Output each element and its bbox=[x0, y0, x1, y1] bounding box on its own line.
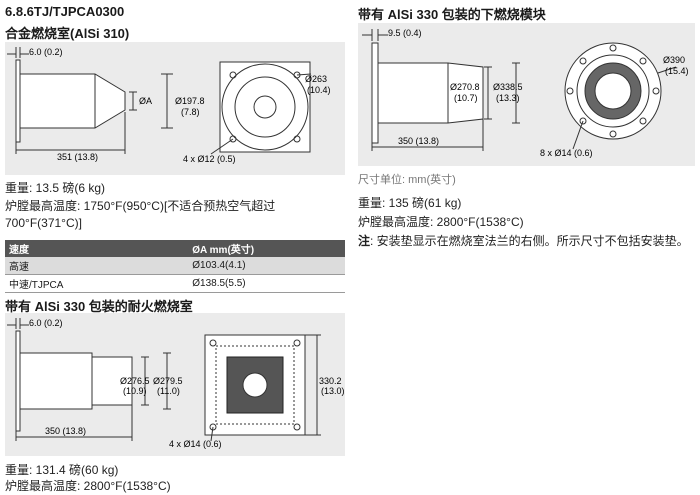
lower-module-weight: 重量: 135 磅(61 kg) bbox=[358, 196, 462, 210]
dim-flange-thickness: 6.0 (0.2) bbox=[29, 47, 63, 57]
dim-holes: 4 x Ø12 (0.5) bbox=[183, 154, 236, 164]
diameter-cell: Ø103.4(4.1) bbox=[102, 257, 345, 275]
dim-flange-thickness: 6.0 (0.2) bbox=[29, 318, 63, 328]
refractory-weight: 重量: 131.4 磅(60 kg) bbox=[5, 463, 119, 477]
dim-holes: 4 x Ø14 (0.6) bbox=[169, 439, 222, 449]
table-row: 高速 Ø103.4(4.1) bbox=[5, 257, 345, 275]
section-title-lower-module: 带有 AlSi 330 包装的下燃烧模块 bbox=[358, 7, 546, 22]
refractory-temperature: 炉膛最高温度: 2800°F(1538°C) bbox=[5, 479, 171, 493]
diameter-header: ØA mm(英寸) bbox=[102, 240, 345, 257]
dim-length: 351 (13.8) bbox=[57, 152, 98, 162]
dim-diameter-2: Ø279.5 bbox=[153, 376, 183, 386]
speed-cell: 中速/TJPCA bbox=[5, 274, 103, 293]
note-label: 注 bbox=[358, 234, 371, 248]
speed-cell: 高速 bbox=[5, 257, 103, 275]
speed-header: 速度 bbox=[5, 240, 103, 257]
dim-diameter-1: Ø270.8 bbox=[450, 82, 480, 92]
dim-flange-thickness: 9.5 (0.4) bbox=[388, 28, 422, 38]
dim-side-in: (13.0) bbox=[321, 386, 345, 396]
diameter-cell: Ø138.5(5.5) bbox=[102, 274, 345, 293]
dim-diameter-2-in: (11.0) bbox=[157, 386, 180, 396]
lower-module-temperature: 炉膛最高温度: 2800°F(1538°C) bbox=[358, 215, 524, 229]
dim-diameter-1: Ø276.5 bbox=[120, 376, 150, 386]
dim-side: 330.2 bbox=[319, 376, 342, 386]
dim-holes: 8 x Ø14 (0.6) bbox=[540, 148, 593, 158]
alloy-chamber-drawing: 6.0 (0.2) 351 (13.8) ØA Ø197.8 (7.8) Ø26… bbox=[5, 42, 345, 175]
dim-diameter-2-in: (10.4) bbox=[307, 85, 331, 95]
dim-diameter-1-in: (10.9) bbox=[123, 386, 147, 396]
product-code: 6.8.6TJ/TJPCA0300 bbox=[5, 4, 125, 19]
unit-note: 尺寸单位: mm(英寸) bbox=[358, 174, 456, 186]
dim-a: ØA bbox=[139, 96, 152, 106]
dim-diameter-2: Ø338.5 bbox=[493, 82, 523, 92]
installation-note: 注: 安装垫显示在燃烧室法兰的右侧。所示尺寸不包括安装垫。 bbox=[358, 233, 693, 250]
refractory-chamber-drawing: 6.0 (0.2) 350 (13.8) Ø276.5 (10.9) Ø279.… bbox=[5, 313, 345, 456]
dim-length: 350 (13.8) bbox=[45, 426, 86, 436]
section-title-refractory: 带有 AlSi 330 包装的耐火燃烧室 bbox=[5, 299, 193, 314]
dim-diameter-1-in: (7.8) bbox=[181, 107, 200, 117]
alloy-temperature: 炉膛最高温度: 1750°F(950°C)[不适合预热空气超过700°F(371… bbox=[5, 199, 276, 230]
table-row: 中速/TJPCA Ø138.5(5.5) bbox=[5, 274, 345, 293]
dim-diameter-2: Ø263 bbox=[305, 74, 327, 84]
dim-diameter-1-in: (10.7) bbox=[454, 93, 478, 103]
dim-diameter-1: Ø197.8 bbox=[175, 96, 205, 106]
dim-diameter-3-in: (15.4) bbox=[665, 66, 689, 76]
dim-length: 350 (13.8) bbox=[398, 136, 439, 146]
dim-diameter-3: Ø390 bbox=[663, 55, 685, 65]
dim-diameter-2-in: (13.3) bbox=[496, 93, 520, 103]
section-title-alloy: 合金燃烧室(AlSi 310) bbox=[5, 26, 130, 41]
lower-module-drawing: 9.5 (0.4) 350 (13.8) Ø270.8 (10.7) Ø338.… bbox=[358, 23, 695, 166]
alloy-weight: 重量: 13.5 磅(6 kg) bbox=[5, 181, 106, 195]
note-text: : 安装垫显示在燃烧室法兰的右侧。所示尺寸不包括安装垫。 bbox=[370, 234, 689, 248]
speed-table: 速度 ØA mm(英寸) 高速 Ø103.4(4.1) 中速/TJPCA Ø13… bbox=[5, 240, 345, 293]
